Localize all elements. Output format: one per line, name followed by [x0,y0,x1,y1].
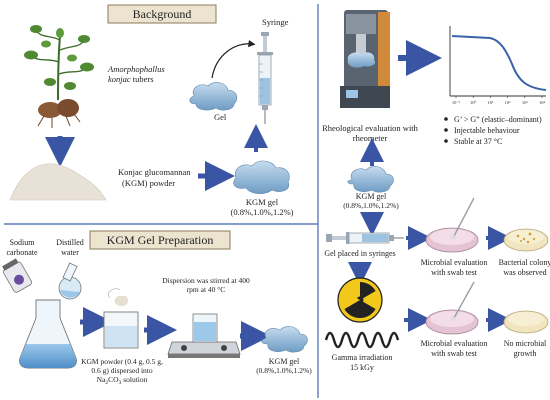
background-header-box [107,4,217,24]
kgm-powder-pile-icon [9,163,107,201]
gamma-label-line1: Gamma irradiation [332,353,393,362]
graph-tick-label: 10² [505,100,512,105]
bullet-dot [444,128,448,132]
gamma-label-line2: 15 kGy [350,363,374,372]
graph-tick-label: 10⁻¹ [452,100,461,105]
syringe-label: Syringe [262,17,289,27]
graph-ticks: 10⁻¹ 10⁰ 10¹ 10² 10³ 10⁴ [452,96,546,105]
powder-desc-line1: KGM powder (0.4 g, 0.5 g, [81,357,163,366]
graph-tick-label: 10¹ [487,100,494,105]
micro2-label-line1: Microbial evaluation [421,339,488,348]
sodium-carbonate-bottle-icon [2,258,32,293]
horizontal-syringe-icon [326,232,404,244]
rheo-label-line1: Rheological evaluation with [322,123,419,133]
micro2-label-line2: with swab test [431,349,478,358]
plant-label-line2: konjac tubers [108,74,154,84]
prep-gel-blob-icon [261,326,308,353]
gel-blob-icon [189,82,238,111]
graph-tick-label: 10⁴ [539,100,546,105]
right-gel-label: KGM gel [356,192,387,201]
graph-curve [451,35,547,91]
gamma-wave-icon [324,331,400,349]
graph-tick-label: 10³ [522,100,529,105]
rheometer-icon [340,10,390,108]
powder-label-line2: (KGM) powder [122,178,175,188]
rheo-label-line2: rheometer [353,133,388,143]
erlenmeyer-flask-icon [19,299,77,369]
water-label-line1: Distilled [56,238,84,247]
bact-label-line1: Bacterial colony [499,258,550,267]
prep-gel-conc: (0.8%,1.0%,1.2%) [256,366,312,375]
background-header: Background [133,7,192,21]
powder-desc-line3: Na2CO3 solution [97,375,148,386]
stir-label-line2: rpm at 40 °C [187,285,226,294]
bg-kgm-gel-label: KGM gel [246,197,279,207]
sodium-label-line2: carbonate [6,248,38,257]
preparation-section: KGM Gel Preparation Sodium carbonate Dis… [2,230,312,386]
micro1-label-line1: Microbial evaluation [421,258,488,267]
magnetic-stirrer-icon [167,313,241,358]
right-section: 10⁻¹ 10⁰ 10¹ 10² 10³ 10⁴ G’ > G” (elastic–dom… [322,10,550,372]
prep-header-box [89,230,231,250]
water-label-line2: water [61,248,79,257]
background-section: Background Amorphophallus konjac tubers [9,4,294,217]
syringe-icon [257,32,273,124]
radiation-icon [337,277,383,323]
sodium-label-line1: Sodium [10,238,36,247]
nogrowth-label-line2: growth [514,349,537,358]
rheology-bullets: G’ > G” (elastic–dominant) Injectable be… [444,115,542,146]
curved-arrow-to-syringe [211,39,256,79]
bg-kgm-gel-conc: (0.8%,1.0%,1.2%) [230,207,293,217]
distilled-water-flask-icon [58,262,82,300]
right-gel-blob-icon [347,166,394,193]
bullet-1: G’ > G” (elastic–dominant) [454,115,542,124]
petri-dish-swab-2-icon [425,281,479,335]
powder-label-line1: Konjac glucomannan [118,167,191,177]
powder-beaker-icon [103,288,139,349]
bullet-dot [444,139,448,143]
clean-petri-icon [503,310,549,334]
syringe-placed-label: Gel placed in syringes [324,249,395,258]
bullet-3: Stable at 37 °C [454,137,502,146]
petri-dish-swab-icon [425,197,479,253]
plant-label-line1: Amorphophallus [107,64,165,74]
right-gel-conc: (0.8%,1.0%,1.2%) [343,201,399,210]
prep-gel-label: KGM gel [269,357,300,366]
micro1-label-line2: with swab test [431,268,478,277]
graph-tick-label: 10⁰ [470,100,477,105]
nogrowth-label-line1: No microbial [504,339,547,348]
bacterial-colony-petri-icon [503,228,549,252]
kgm-gel-blob-icon [233,160,290,194]
bullet-dot [444,117,448,121]
rheology-graph: 10⁻¹ 10⁰ 10¹ 10² 10³ 10⁴ [449,26,547,105]
konjac-plant-icon [24,25,94,128]
gel-label: Gel [214,112,227,122]
powder-desc-line2: 0.6 g) dispersed into [91,366,152,375]
bact-label-line2: was observed [503,268,546,277]
stir-label-line1: Dispersion was stirred at 400 [162,276,250,285]
prep-header: KGM Gel Preparation [107,233,214,247]
bullet-2: Injectable behaviour [454,126,520,135]
